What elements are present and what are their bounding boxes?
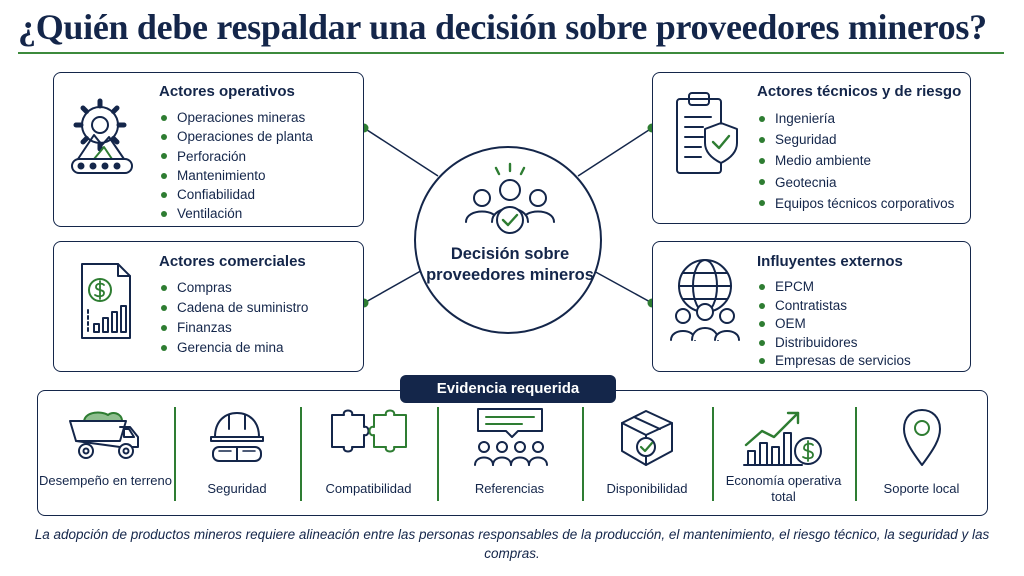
evidence-item-economia: Economía operativa total xyxy=(713,391,854,515)
globe-people-icon xyxy=(667,256,743,353)
group-title: Actores comerciales xyxy=(159,253,306,270)
group-externos: Influyentes externos EPCM Contratistas O… xyxy=(652,241,971,372)
mining-truck-icon xyxy=(68,407,144,468)
group-operativos: Actores operativos Operaciones mineras O… xyxy=(53,72,364,227)
evidence-divider xyxy=(712,407,714,501)
list-item: Seguridad xyxy=(757,129,954,150)
list-item: Operaciones mineras xyxy=(159,108,313,127)
evidence-label: Compatibilidad xyxy=(325,481,412,496)
list-item: Finanzas xyxy=(159,318,308,338)
evidence-item-seguridad: Seguridad xyxy=(175,391,299,515)
group-list: Operaciones mineras Operaciones de plant… xyxy=(159,108,313,224)
dollar-report-icon xyxy=(78,260,138,349)
list-item: OEM xyxy=(757,315,911,334)
evidence-item-soporte: Soporte local xyxy=(856,391,987,515)
puzzle-icon xyxy=(328,407,410,468)
center-label: Decisión sobre proveedores mineros xyxy=(426,245,594,284)
evidence-divider xyxy=(300,407,302,501)
evidence-item-compatibilidad: Compatibilidad xyxy=(301,391,436,515)
evidence-divider xyxy=(855,407,857,501)
connector-externos xyxy=(591,269,653,304)
evidence-label: Referencias xyxy=(474,481,545,496)
connector-operativos xyxy=(363,127,439,177)
list-item: Geotecnia xyxy=(757,172,954,193)
hardhat-goggles-icon xyxy=(207,407,267,472)
evidence-label: Seguridad xyxy=(207,481,267,496)
list-item: Cadena de suministro xyxy=(159,298,308,318)
clipboard-shield-icon xyxy=(673,89,743,184)
list-item: Empresas de servicios xyxy=(757,352,911,371)
team-check-icon xyxy=(460,162,560,247)
evidence-panel: Desempeño en terreno Seguridad Compatibi… xyxy=(37,390,988,516)
list-item: Compras xyxy=(159,278,308,298)
gear-mountain-conveyor-icon xyxy=(66,95,138,192)
title-divider xyxy=(18,52,1004,54)
location-pin-icon xyxy=(900,407,944,474)
evidence-label: Disponibilidad xyxy=(606,481,688,496)
list-item: Mantenimiento xyxy=(159,166,313,185)
group-title: Influyentes externos xyxy=(757,253,903,270)
connector-comerciales xyxy=(363,267,427,304)
evidence-item-desempeno: Desempeño en terreno xyxy=(38,391,173,515)
list-item: Gerencia de mina xyxy=(159,338,308,358)
list-item: Operaciones de planta xyxy=(159,127,313,146)
list-item: Contratistas xyxy=(757,297,911,316)
page-title: ¿Quién debe respaldar una decisión sobre… xyxy=(18,7,987,47)
box-check-icon xyxy=(616,407,678,474)
group-tecnicos: Actores técnicos y de riesgo Ingeniería … xyxy=(652,72,971,224)
center-decision: Decisión sobre proveedores mineros xyxy=(414,146,602,334)
list-item: Ingeniería xyxy=(757,108,954,129)
connector-tecnicos xyxy=(577,127,653,177)
evidence-divider xyxy=(582,407,584,501)
evidence-item-referencias: Referencias xyxy=(438,391,581,515)
list-item: Perforación xyxy=(159,147,313,166)
list-item: Confiabilidad xyxy=(159,185,313,204)
growth-chart-dollar-icon xyxy=(742,407,826,474)
list-item: Distribuidores xyxy=(757,334,911,353)
list-item: EPCM xyxy=(757,278,911,297)
list-item: Medio ambiente xyxy=(757,150,954,171)
list-item: Equipos técnicos corporativos xyxy=(757,193,954,214)
evidence-label: Economía operativa total xyxy=(725,473,842,504)
evidence-label: Soporte local xyxy=(883,481,960,496)
evidence-divider xyxy=(437,407,439,501)
group-list: Compras Cadena de suministro Finanzas Ge… xyxy=(159,278,308,358)
evidence-divider xyxy=(174,407,176,501)
footer-note: La adopción de productos mineros requier… xyxy=(34,527,990,561)
group-comerciales: Actores comerciales Compras Cadena de su… xyxy=(53,241,364,372)
list-item: Ventilación xyxy=(159,204,313,223)
evidence-item-disponibilidad: Disponibilidad xyxy=(583,391,711,515)
evidence-title: Evidencia requerida xyxy=(400,375,616,403)
people-speech-icon xyxy=(472,407,548,474)
evidence-label: Desempeño en terreno xyxy=(39,473,172,488)
group-title: Actores operativos xyxy=(159,83,295,100)
group-list: Ingeniería Seguridad Medio ambiente Geot… xyxy=(757,108,954,214)
group-list: EPCM Contratistas OEM Distribuidores Emp… xyxy=(757,278,911,371)
group-title: Actores técnicos y de riesgo xyxy=(757,83,962,100)
